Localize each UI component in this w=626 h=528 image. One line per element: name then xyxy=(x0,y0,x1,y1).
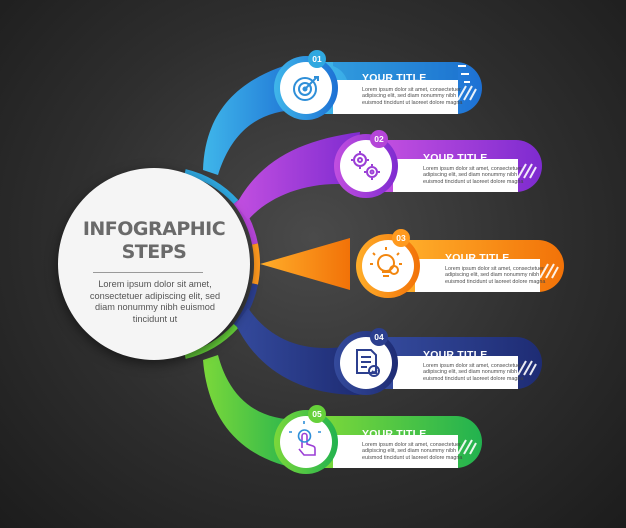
bar-05 xyxy=(322,416,482,468)
bar-03 xyxy=(404,240,564,292)
step-body-05: Lorem ipsum dolor sit amet, consectetuer… xyxy=(362,442,463,461)
center-title-line2: STEPS xyxy=(121,241,187,263)
connector-02 xyxy=(236,132,360,220)
lightbulb-icon xyxy=(370,247,402,277)
step-number-03: 03 xyxy=(392,229,410,247)
gears-icon xyxy=(351,151,380,180)
bar-01 xyxy=(322,62,482,114)
center-title-line1: INFOGRAPHIC xyxy=(82,218,226,240)
step-body-01: Lorem ipsum dolor sit amet, consectetuer… xyxy=(362,87,463,106)
target-icon xyxy=(293,76,319,101)
bar-04 xyxy=(382,337,542,389)
connector-04 xyxy=(236,308,360,395)
step-title-02: YOUR TITLE xyxy=(423,152,488,164)
step-title-05: YOUR TITLE xyxy=(362,428,427,440)
center-body-text: Lorem ipsum dolor sit amet, consectetuer… xyxy=(89,279,221,324)
center-circle: INFOGRAPHIC STEPS Lorem ipsum dolor sit … xyxy=(58,168,250,360)
ring-arc-blue xyxy=(184,169,239,205)
step-number-05: 05 xyxy=(308,405,326,423)
bar-02 xyxy=(382,140,542,192)
step-number-02: 02 xyxy=(370,130,388,148)
step-body-03: Lorem ipsum dolor sit amet, consectetuer… xyxy=(445,266,546,285)
step-number-04: 04 xyxy=(370,328,388,346)
step-title-03: YOUR TITLE xyxy=(445,252,510,264)
touch-icon xyxy=(289,421,321,456)
ring-arc-orange xyxy=(252,243,260,285)
step-title-01: YOUR TITLE xyxy=(362,72,427,84)
document-check-icon xyxy=(356,349,380,377)
step-title-04: YOUR TITLE xyxy=(423,349,488,361)
center-divider xyxy=(93,272,203,273)
bar-stripes xyxy=(457,85,559,455)
ring-arc-green xyxy=(184,323,239,359)
step-body-02: Lorem ipsum dolor sit amet, consectetuer… xyxy=(423,166,524,185)
step-number-01: 01 xyxy=(308,50,326,68)
connector-03 xyxy=(260,238,350,290)
step-body-04: Lorem ipsum dolor sit amet, consectetuer… xyxy=(423,363,524,382)
